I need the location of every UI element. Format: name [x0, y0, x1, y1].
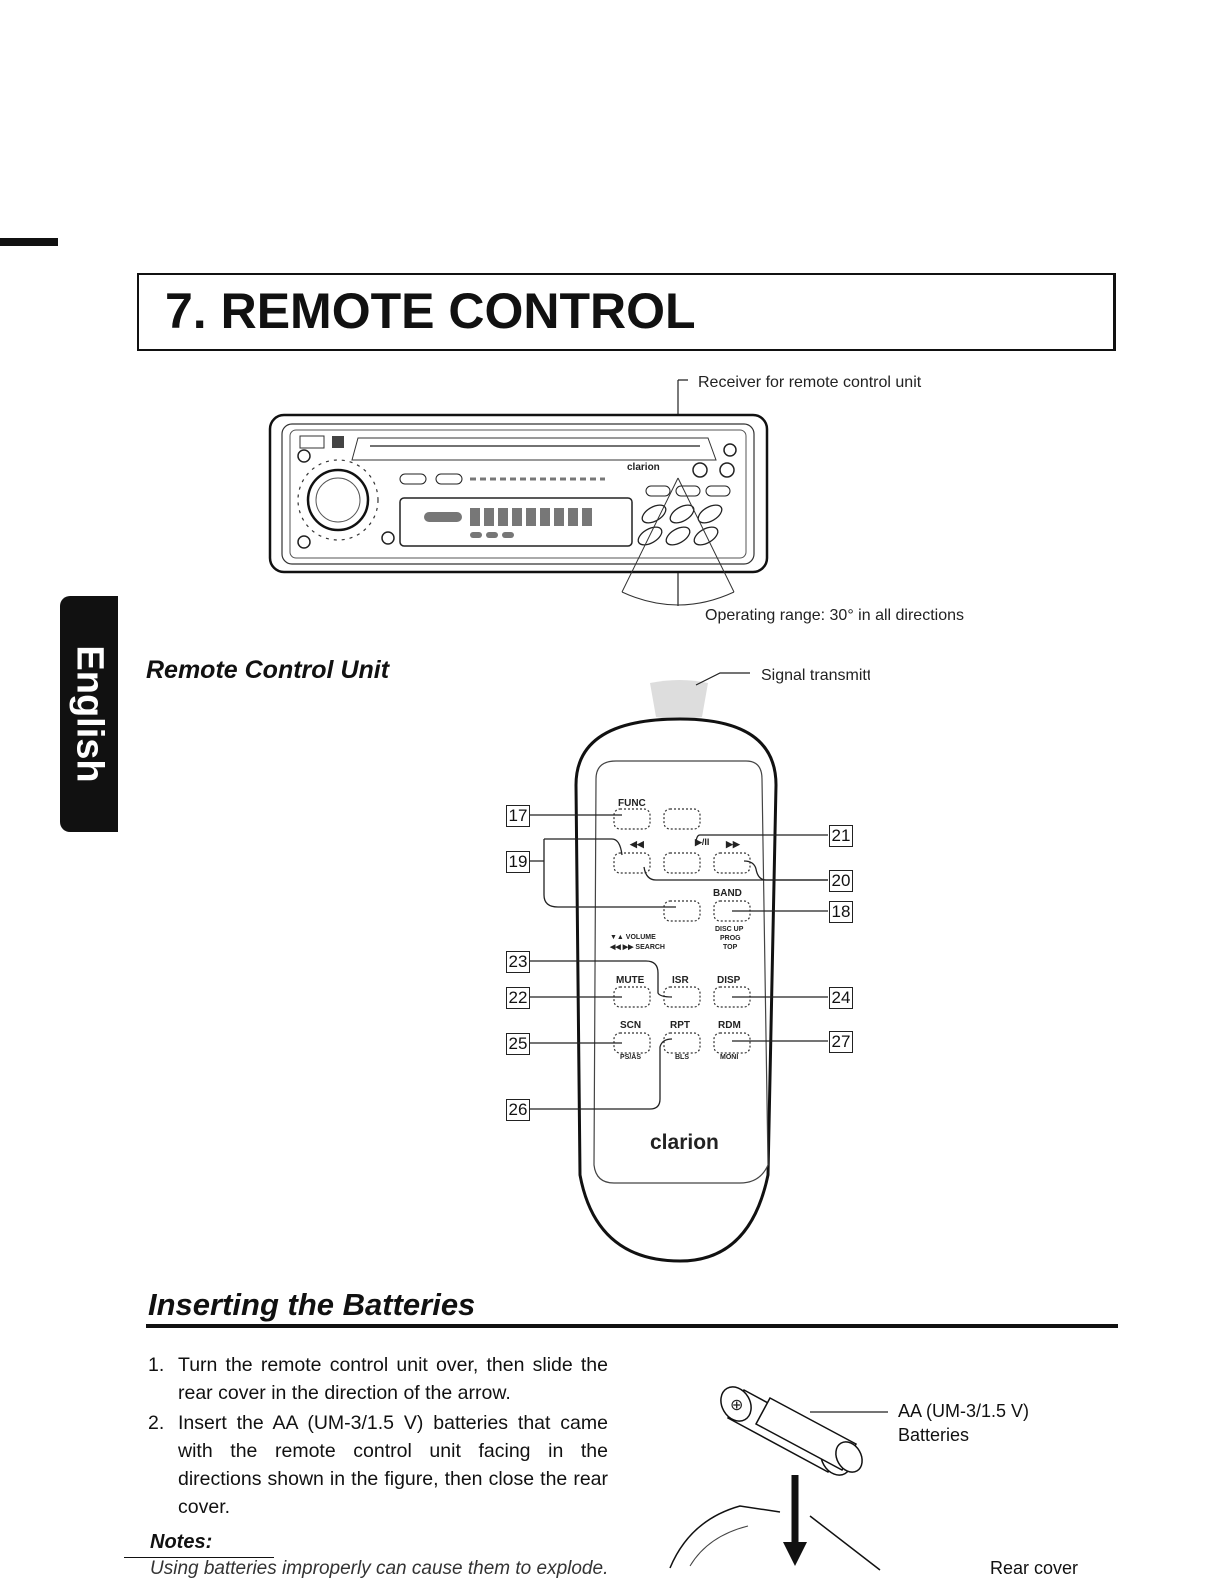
step-text: Turn the remote control unit over, then … — [178, 1354, 608, 1404]
step-item: 1. Turn the remote control unit over, th… — [146, 1351, 608, 1407]
notes-heading: Notes: — [150, 1531, 213, 1553]
band-sub-1: DISC UP — [715, 926, 744, 933]
rew-button — [613, 852, 651, 874]
callout-21: 21 — [829, 825, 853, 847]
step-number: 1. — [148, 1354, 165, 1376]
moni-label: MONI — [720, 1054, 738, 1061]
scn-button — [613, 1032, 651, 1054]
step-number: 2. — [148, 1412, 165, 1434]
down-button — [663, 900, 701, 922]
steps-list: 1. Turn the remote control unit over, th… — [146, 1351, 608, 1523]
title-frame — [137, 273, 1116, 351]
callout-17: 17 — [506, 805, 530, 827]
ff-label: ▶▶ — [725, 839, 741, 849]
signal-transmitter-label: Signal transmitter — [761, 667, 870, 684]
rpt-label: RPT — [670, 1020, 690, 1031]
rear-cover-label: Rear cover — [990, 1558, 1079, 1578]
notes-rule — [124, 1557, 274, 1558]
ps-as-label: PS/AS — [620, 1054, 641, 1061]
rdm-button — [713, 1032, 751, 1054]
band-sub-3: TOP — [723, 944, 738, 951]
margin-rule — [0, 238, 58, 246]
rpt-button — [663, 1032, 701, 1054]
battery-label: AA (UM-3/1.5 V) Batteries — [898, 1399, 1029, 1447]
language-tab: English — [60, 596, 118, 832]
up-button — [663, 808, 701, 830]
isr-label: ISR — [672, 975, 689, 986]
head-unit-brand: clarion — [627, 462, 660, 473]
callout-20: 20 — [829, 870, 853, 892]
rdm-label: RDM — [718, 1020, 741, 1031]
scn-label: SCN — [620, 1020, 641, 1031]
step-text: Insert the AA (UM-3/1.5 V) batteries tha… — [178, 1412, 608, 1518]
bls-label: BLS — [675, 1054, 689, 1061]
battery-illustration: ⊕ — [669, 1386, 888, 1571]
disp-label: DISP — [717, 975, 741, 986]
callout-18: 18 — [829, 901, 853, 923]
remote-brand: clarion — [650, 1131, 719, 1154]
battery-label-line-2: Batteries — [898, 1425, 970, 1445]
notes-text: Using batteries improperly can cause the… — [150, 1558, 609, 1579]
play-pause-label: ▶/II — [694, 837, 709, 847]
callout-25: 25 — [506, 1033, 530, 1055]
section-rule — [146, 1324, 1118, 1328]
ff-button — [713, 852, 751, 874]
func-label: FUNC — [618, 798, 646, 809]
func-button — [613, 808, 651, 830]
isr-button — [663, 986, 701, 1008]
callout-23: 23 — [506, 951, 530, 973]
callout-27: 27 — [829, 1031, 853, 1053]
battery-label-line-1: AA (UM-3/1.5 V) — [898, 1401, 1030, 1421]
band-sub-2: PROG — [720, 935, 741, 942]
batteries-heading: Inserting the Batteries — [148, 1287, 476, 1322]
remote-heading: Remote Control Unit — [146, 656, 390, 684]
callout-24: 24 — [829, 987, 853, 1009]
plus-icon: ⊕ — [730, 1397, 743, 1414]
callout-26: 26 — [506, 1099, 530, 1121]
receiver-label: Receiver for remote control unit — [698, 374, 922, 391]
mute-button — [613, 986, 651, 1008]
callout-22: 22 — [506, 987, 530, 1009]
page-title: 7. REMOTE CONTROL — [165, 283, 696, 339]
remote-illustration: Signal transmitter FUNC BAND ▶/II ◀◀ ▶▶ … — [528, 667, 870, 1263]
head-unit-illustration: Receiver for remote control unit clarion — [268, 374, 964, 624]
play-pause-button — [663, 852, 701, 874]
callout-19: 19 — [506, 851, 530, 873]
range-label: Operating range: 30° in all directions — [705, 607, 964, 624]
step-item: 2. Insert the AA (UM-3/1.5 V) batteries … — [146, 1409, 608, 1521]
search-label: ◀◀ ▶▶ SEARCH — [609, 944, 665, 951]
rew-label: ◀◀ — [629, 839, 645, 849]
volume-label: ▼▲ VOLUME — [610, 934, 656, 941]
band-label: BAND — [713, 888, 742, 899]
mute-label: MUTE — [616, 975, 645, 986]
language-tab-label: English — [68, 645, 111, 783]
